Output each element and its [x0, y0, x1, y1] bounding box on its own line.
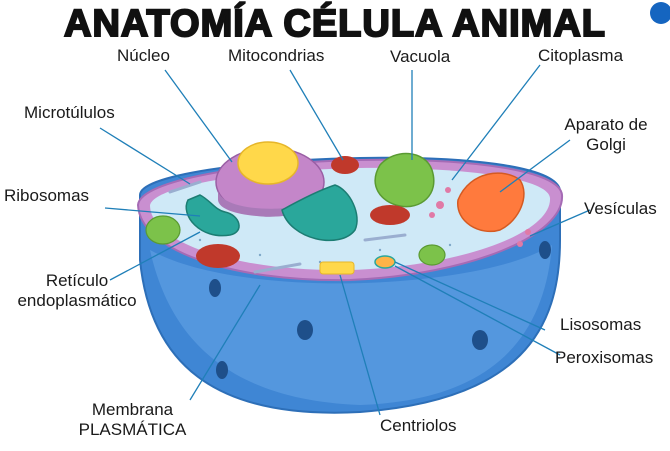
label-citoplasma: Citoplasma — [538, 46, 624, 65]
label-mitocondrias: Mitocondrias — [228, 46, 325, 65]
label-vesiculas: Vesículas — [584, 199, 657, 218]
small-vacuole-left — [145, 215, 181, 245]
membrane-pores — [209, 241, 551, 379]
logo-badge-icon — [650, 2, 670, 24]
leader-citoplasma — [451, 64, 541, 181]
mitochondrion-mid — [370, 205, 410, 225]
nucleolus — [237, 141, 299, 185]
leader-nucleo — [164, 69, 233, 163]
er-right — [281, 184, 358, 242]
label-membrana-line2: PLASMÁTICA — [78, 420, 187, 439]
diagram-title: ANATOMÍA CÉLULA ANIMAL — [64, 1, 606, 45]
leader-centriolos — [339, 274, 381, 416]
small-vacuole-right — [418, 244, 446, 266]
cell-bowl-shade — [150, 245, 552, 405]
title-banner: ANATOMÍA CÉLULA ANIMAL — [63, 0, 606, 46]
label-ribosomas: Ribosomas — [4, 186, 90, 205]
leader-lisosomas — [394, 261, 546, 331]
vacuole — [374, 152, 435, 208]
label-reticulo-line1: Retículo — [45, 271, 109, 290]
label-aparato-golgi-line1: Aparato de — [564, 115, 648, 134]
label-lisosomas: Lisosomas — [560, 315, 642, 334]
label-centriolos: Centriolos — [380, 416, 457, 435]
leader-vesiculas — [529, 209, 591, 237]
vesicles — [429, 187, 531, 247]
label-peroxisomas: Peroxisomas — [555, 348, 654, 367]
label-reticulo: Retículo endoplasmático — [2, 271, 152, 311]
leader-reticulo — [109, 231, 201, 281]
mitochondrion-top — [331, 156, 359, 174]
label-membrana-line1: Membrana — [91, 400, 174, 419]
microtubules — [168, 180, 407, 274]
centriole — [319, 261, 355, 275]
leader-golgi — [499, 139, 571, 193]
leader-microtubulos — [99, 127, 191, 185]
label-aparato-golgi: Aparato de Golgi — [552, 115, 660, 155]
golgi-apparatus — [457, 172, 525, 233]
label-aparato-golgi-line2: Golgi — [586, 135, 626, 154]
leader-mitocondrias — [289, 69, 344, 161]
leader-membrana — [189, 284, 261, 401]
label-reticulo-line2: endoplasmático — [17, 291, 137, 310]
leader-peroxisomas — [394, 265, 561, 356]
label-membrana: Membrana PLASMÁTICA — [70, 400, 195, 440]
mitochondrion-left — [196, 244, 240, 268]
label-nucleo: Núcleo — [117, 46, 170, 65]
er-left — [185, 194, 240, 237]
leader-ribosomas — [104, 207, 201, 217]
label-microtubulos: Microtúlulos — [24, 103, 115, 122]
label-vacuola: Vacuola — [390, 47, 451, 66]
